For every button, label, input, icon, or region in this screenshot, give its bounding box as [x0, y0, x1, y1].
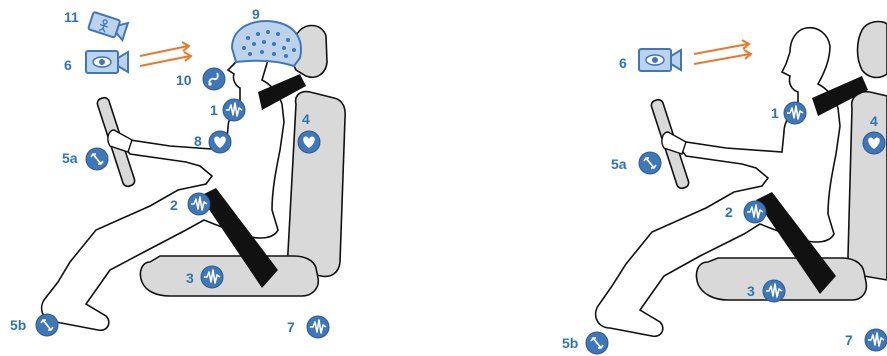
right-steering-arrows-icon: [639, 152, 661, 174]
left-floor-sensor-icon: [307, 316, 329, 338]
left-chest-heart-icon: [209, 131, 231, 153]
right-pedal-arrows-icon: [586, 332, 608, 354]
left-label-steering: 5a: [62, 150, 78, 166]
left-label-seat-base: 3: [186, 270, 194, 286]
right-neck-sensor-icon: [784, 102, 806, 124]
left-label-pedal: 5b: [10, 317, 26, 333]
left-pedal-arrows-icon: [36, 314, 58, 336]
left-neck-sensor-icon: [223, 99, 245, 121]
right-label-neck-sensor: 1: [771, 105, 779, 121]
right-label-eye-camera: 6: [619, 55, 627, 71]
right-panel: 6 1 4 5a 2 3 5b 7: [562, 22, 887, 354]
left-seatback-heart-icon: [298, 131, 320, 153]
right-gaze-arrows: [694, 40, 751, 64]
right-label-steering: 5a: [611, 156, 627, 172]
left-gaze-arrows: [140, 42, 191, 66]
right-label-belt-sensor: 2: [725, 204, 733, 220]
right-seat-back: [848, 92, 887, 280]
right-label-floor-sensor: 7: [845, 332, 853, 348]
left-label-neck-sensor: 1: [210, 102, 218, 118]
right-floor-sensor-icon: [865, 329, 887, 351]
left-eeg-cap: [232, 21, 301, 66]
right-label-seat-base: 3: [747, 283, 755, 299]
right-label-seat-back: 4: [870, 113, 878, 129]
left-steering-arrows-icon: [86, 148, 108, 170]
left-seat-back: [288, 92, 345, 277]
left-label-breath-sensor: 10: [176, 72, 192, 88]
left-breath-sensor-icon: [203, 68, 225, 90]
left-label-belt-sensor: 2: [170, 197, 178, 213]
left-seat-sensor-icon: [201, 266, 223, 288]
right-belt-sensor-icon: [744, 201, 766, 223]
right-seat-sensor-icon: [763, 280, 785, 302]
left-label-seat-back: 4: [302, 111, 310, 127]
left-label-eeg-cap: 9: [252, 6, 260, 22]
left-panel: 9 11 6 10 1 8 4 5a 2 3 5b 7: [10, 6, 345, 338]
right-label-pedal: 5b: [562, 335, 578, 351]
left-belt-sensor-icon: [188, 193, 210, 215]
left-label-heart-chest: 8: [194, 133, 202, 149]
left-label-body-camera: 11: [64, 9, 79, 25]
left-eye-camera-icon: [86, 51, 128, 73]
left-label-eye-camera: 6: [64, 57, 72, 73]
right-seatback-heart-icon: [863, 132, 885, 154]
right-headrest: [858, 22, 887, 78]
right-eye-camera-icon: [639, 49, 681, 71]
left-seat-base: [140, 256, 318, 296]
left-body-camera: [88, 12, 128, 40]
left-label-floor-sensor: 7: [287, 319, 295, 335]
